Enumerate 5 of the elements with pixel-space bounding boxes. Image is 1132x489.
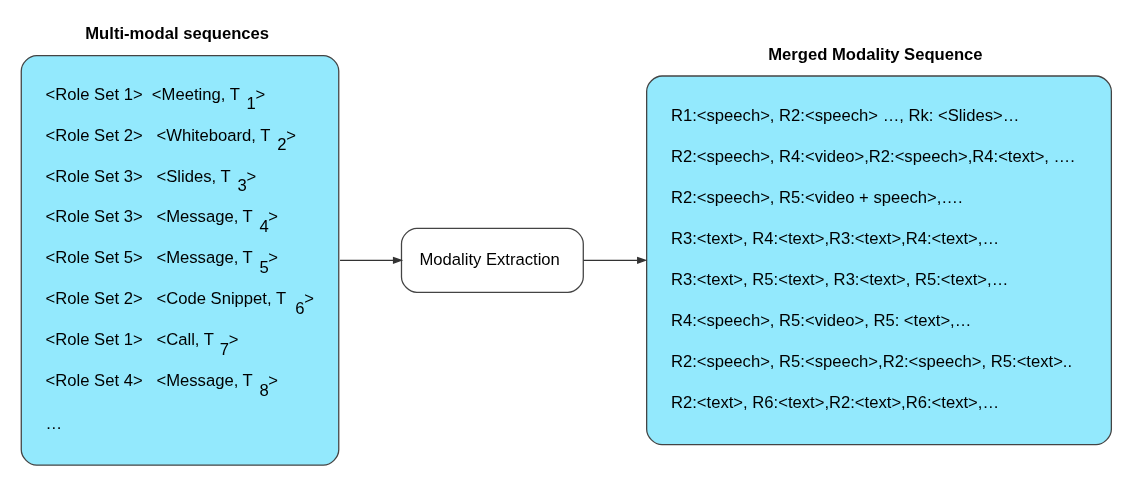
node-label: Multi-modal sequences bbox=[85, 23, 270, 43]
arrow bbox=[339, 256, 404, 264]
node-label: Merged Modality Sequence bbox=[768, 44, 983, 64]
node-box: Modality Extraction bbox=[400, 227, 584, 293]
arrow bbox=[582, 256, 648, 264]
